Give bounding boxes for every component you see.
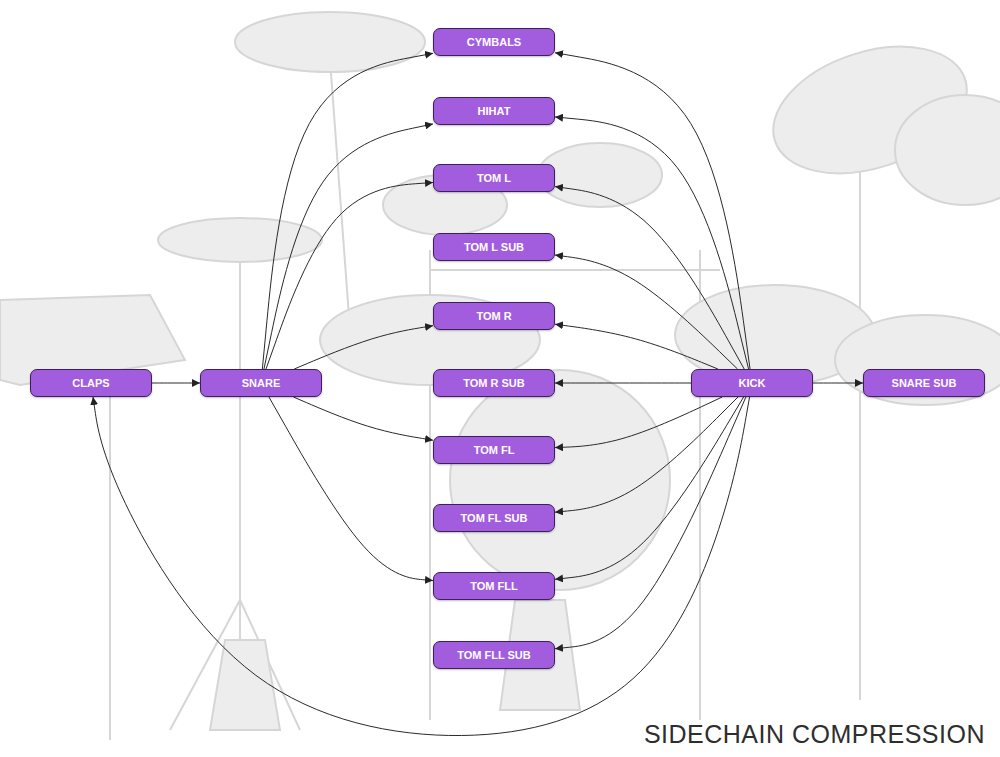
cymbal-stand	[330, 60, 350, 330]
node-label: TOM R	[476, 310, 511, 323]
sidechain-arrow	[555, 324, 718, 369]
node-label: KICK	[739, 377, 766, 390]
node-label: TOM L	[477, 172, 511, 185]
node-label: TOM L SUB	[464, 241, 524, 254]
sidechain-arrow	[264, 124, 433, 369]
node-label: HIHAT	[478, 105, 511, 118]
channel-box: HIHAT	[433, 97, 555, 125]
module-stand	[109, 380, 111, 740]
channel-box: SNARE SUB	[863, 369, 985, 397]
node-label: SNARE SUB	[892, 377, 957, 390]
node-label: CYMBALS	[467, 36, 521, 49]
sidechain-arrow	[293, 397, 433, 440]
sidechain-arrow	[555, 397, 722, 448]
sidechain-arrow	[555, 117, 749, 369]
floor-tom-pad	[835, 315, 1000, 405]
sidechain-arrow	[262, 53, 433, 369]
sidechain-arrow	[152, 383, 200, 384]
sidechain-arrow	[555, 255, 738, 369]
cymbal-stand	[859, 120, 861, 700]
node-label: TOM FLL	[470, 580, 517, 593]
sidechain-arrow	[266, 182, 433, 369]
channel-box: CLAPS	[30, 369, 152, 397]
sidechain-arrow	[294, 326, 433, 369]
sidechain-arrow	[555, 397, 744, 579]
channel-box: TOM FLL SUB	[433, 641, 555, 669]
sidechain-arrow	[555, 397, 746, 649]
sidechain-arrow	[269, 397, 433, 581]
node-label: SNARE	[242, 377, 281, 390]
channel-box: TOM L	[433, 164, 555, 192]
sidechain-arrow	[813, 383, 863, 384]
channel-box: KICK	[691, 369, 813, 397]
sidechain-arrow	[555, 187, 744, 369]
hihat-cymbal	[158, 218, 322, 262]
diagram-title: SIDECHAIN COMPRESSION	[644, 720, 985, 749]
node-label: TOM R SUB	[463, 377, 525, 390]
crash-cymbal	[895, 95, 1000, 205]
node-label: TOM FL	[474, 444, 515, 457]
channel-box: TOM R	[433, 302, 555, 330]
channel-box: TOM FL SUB	[433, 504, 555, 532]
node-label: CLAPS	[72, 377, 109, 390]
sidechain-arrow	[555, 397, 738, 512]
sidechain-arrow	[93, 397, 750, 736]
tom-pad	[538, 143, 662, 207]
sidechain-arrow	[555, 53, 750, 369]
channel-box: TOM R SUB	[433, 369, 555, 397]
node-label: TOM FL SUB	[461, 512, 528, 525]
sidechain-arrow	[555, 383, 691, 384]
crash-cymbal	[235, 12, 425, 72]
kick-pad	[450, 370, 670, 590]
channel-box: CYMBALS	[433, 28, 555, 56]
channel-box: SNARE	[200, 369, 322, 397]
rack-bar	[430, 269, 720, 271]
node-label: TOM FLL SUB	[457, 649, 531, 662]
channel-box: TOM FLL	[433, 572, 555, 600]
channel-box: TOM FL	[433, 436, 555, 464]
channel-box: TOM L SUB	[433, 233, 555, 261]
